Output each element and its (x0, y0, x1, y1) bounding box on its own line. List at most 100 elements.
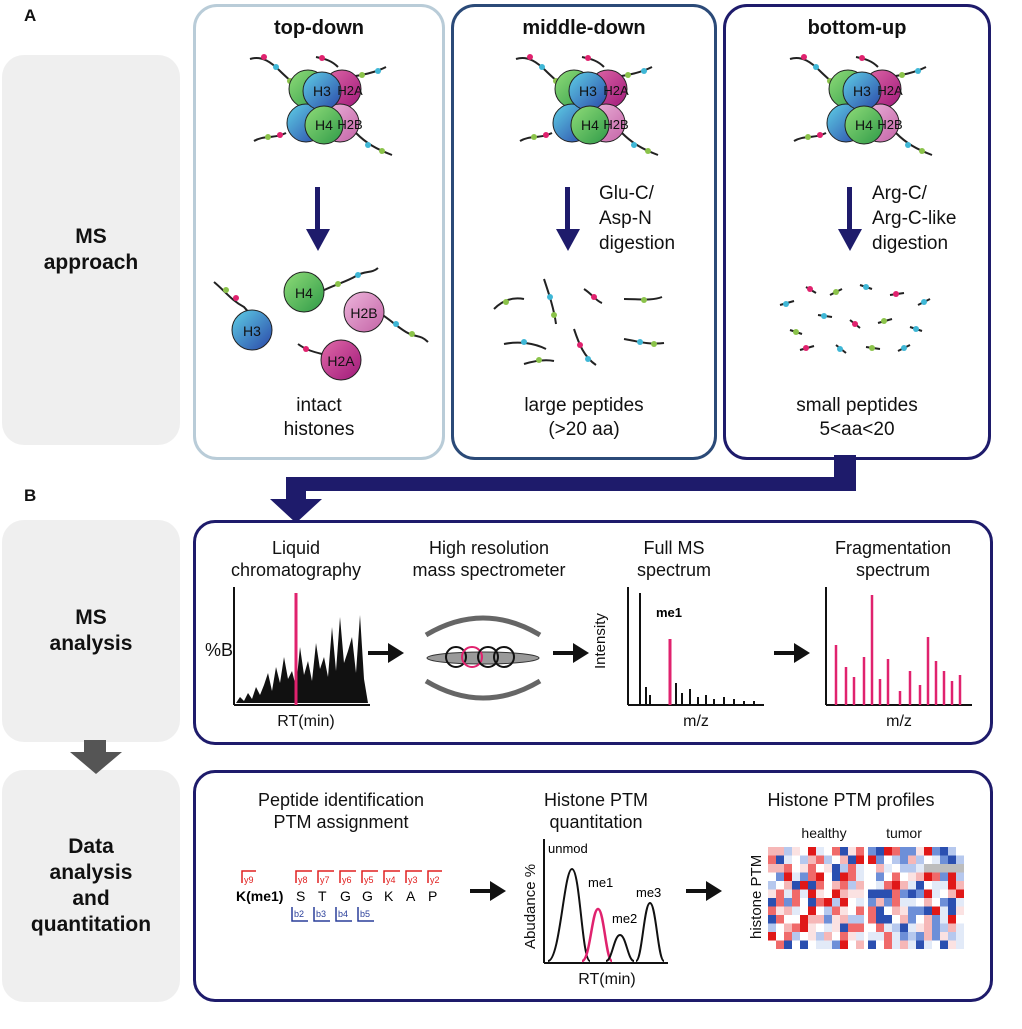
heatmap-cell (900, 932, 908, 941)
heatmap-cell (884, 923, 892, 932)
heatmap-cell (840, 855, 848, 864)
heatmap-cell (808, 847, 816, 856)
y-ion-label: y2 (430, 875, 440, 885)
heatmap-cell (776, 881, 784, 890)
heatmap-cell (848, 932, 856, 941)
heatmap-cell (848, 881, 856, 890)
heatmap-cell (808, 872, 816, 881)
heatmap-cell (816, 847, 824, 856)
heatmap-cell (948, 881, 956, 890)
heatmap-cell (776, 906, 784, 915)
heatmap-cell (848, 889, 856, 898)
heatmap-cell (908, 906, 916, 915)
heatmap-cell (892, 932, 900, 941)
heatmap-cell (768, 889, 776, 898)
heatmap-cell (848, 855, 856, 864)
heatmap-cell (816, 889, 824, 898)
heatmap-cell (924, 923, 932, 932)
heatmap-cell (868, 864, 876, 873)
heatmap-cell (792, 881, 800, 890)
heatmap-cell (776, 898, 784, 907)
heatmap-cell (800, 864, 808, 873)
heatmap-cell (792, 898, 800, 907)
heatmap-cell (768, 923, 776, 932)
heatmap-cell (856, 906, 864, 915)
heatmap-cell (848, 872, 856, 881)
peak-label: me2 (612, 911, 637, 926)
heatmap-cell (856, 881, 864, 890)
intact-histones-icon: H3 H4 H2B H2A (213, 267, 429, 381)
b-ion-label: b5 (360, 909, 370, 919)
data-analysis-box: Peptide identification PTM assignment Hi… (193, 770, 993, 1002)
heatmap-cell (784, 872, 792, 881)
arrow-right-icon (774, 643, 810, 663)
heatmap-cell (924, 847, 932, 856)
heatmap-cell (868, 855, 876, 864)
heatmap-cell (868, 889, 876, 898)
heatmap-cell (908, 915, 916, 924)
heatmap-cell (932, 915, 940, 924)
heatmap-cell (892, 889, 900, 898)
heatmap-cell (916, 855, 924, 864)
heatmap-cell (940, 932, 948, 941)
sequence-residue: S (296, 888, 305, 904)
heatmap-cell (892, 855, 900, 864)
ms-analysis-box: Liquid chromatography High resolution ma… (193, 520, 993, 745)
heatmap-cell (808, 881, 816, 890)
y-ion-label: y7 (320, 875, 330, 885)
row-label-ms-approach: MS approach (2, 55, 180, 445)
quant-title: Histone PTM quantitation (543, 790, 649, 832)
flow-arrow-icon (270, 455, 856, 523)
h4-label: H4 (295, 285, 313, 301)
heatmap-cell (948, 864, 956, 873)
fragment-ladder: y9 y8 y7 y6 y5 y4 y3 y2 K(me1) S T G G K… (236, 870, 442, 922)
heatmap-cell (816, 932, 824, 941)
approach-top-down: top-down H3 H4 H2B H2A intact histones (193, 4, 445, 460)
approach-title: bottom-up (807, 17, 907, 39)
heatmap-cell (932, 872, 940, 881)
heatmap-cell (916, 915, 924, 924)
heatmap-cell (956, 940, 964, 949)
heatmap-cell (800, 915, 808, 924)
y-ion-label: y3 (408, 875, 418, 885)
heatmap-cell (808, 932, 816, 941)
heatmap-cell (876, 898, 884, 907)
heatmap-cell (808, 923, 816, 932)
sequence-residue: G (340, 888, 351, 904)
heatmap-cell (832, 864, 840, 873)
heatmap-cell (792, 889, 800, 898)
heatmap-cell (824, 872, 832, 881)
heatmap-cell (856, 864, 864, 873)
heatmap-cell (832, 915, 840, 924)
nucleosome-icon (789, 53, 933, 156)
heatmap-cell (900, 923, 908, 932)
heatmap-cell (784, 915, 792, 924)
heatmap-cell (932, 881, 940, 890)
heatmap-cell (824, 889, 832, 898)
heatmap-cell (884, 881, 892, 890)
heatmap-cell (884, 889, 892, 898)
heatmap-cell (956, 915, 964, 924)
heatmap-cell (840, 847, 848, 856)
frag-title: Fragmentation spectrum (834, 538, 952, 580)
heatmap-cell (884, 898, 892, 907)
lc-title: Liquid chromatography (230, 538, 362, 580)
arrow-down-icon (306, 187, 330, 251)
heatmap-cell (932, 906, 940, 915)
heatmap-cell (832, 855, 840, 864)
b-ion-label: b2 (294, 909, 304, 919)
heatmap-cell (876, 923, 884, 932)
heatmap-cell (916, 940, 924, 949)
heatmap-cell (800, 906, 808, 915)
heatmap-cell (816, 940, 824, 949)
heatmap-cell (868, 915, 876, 924)
heatmap-cell (908, 881, 916, 890)
heatmap-cell (800, 881, 808, 890)
heatmap-cell (808, 906, 816, 915)
heatmap-cell (792, 872, 800, 881)
heatmap-cell (800, 923, 808, 932)
heatmap-cell (784, 923, 792, 932)
heatmap-cell (916, 923, 924, 932)
approach-middle-down: middle-down Glu-C/ Asp-N digestion large… (451, 4, 717, 460)
heatmap-cell (848, 940, 856, 949)
